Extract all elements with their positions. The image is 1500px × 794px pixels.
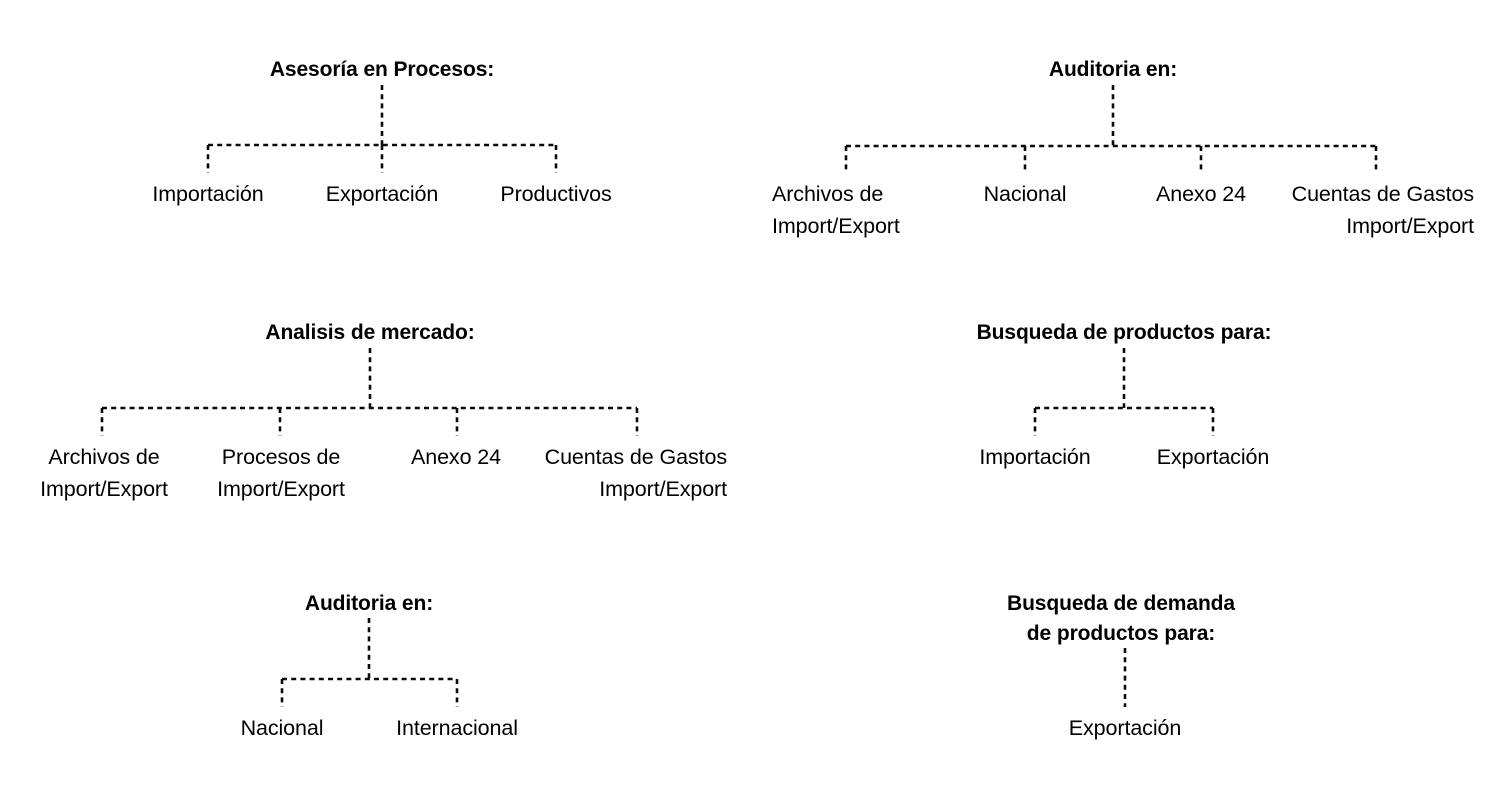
leaf-tree5-internacional: Internacional	[396, 716, 518, 740]
leaf-tree2-nacional: Nacional	[983, 182, 1067, 206]
leaf-tree1-productivos: Productivos	[500, 182, 612, 206]
leaf-tree6-exportacion: Exportación	[1068, 716, 1182, 740]
tree-title-busqueda-de-demanda: Busqueda de demanda de productos para:	[1007, 592, 1235, 645]
tree-title-analisis-de-mercado: Analisis de mercado:	[265, 321, 475, 344]
leaf-tree4-importacion: Importación	[979, 445, 1091, 469]
leaf-tree1-exportacion: Exportación	[325, 182, 439, 206]
tree-title-auditoria-en-top: Auditoria en:	[1048, 58, 1178, 81]
leaf-tree2-anexo-24: Anexo 24	[1155, 182, 1247, 206]
leaf-tree3-procesos-import-export: Procesos de Import/Export	[217, 445, 345, 501]
leaf-tree3-cuentas-de-gastos: Cuentas de Gastos Import/Export	[544, 445, 727, 501]
leaf-tree3-archivos-import-export: Archivos de Import/Export	[40, 445, 168, 501]
leaf-tree2-archivos-import-export: Archivos de Import/Export	[772, 182, 900, 238]
tree-title-auditoria-en-bottom: Auditoria en:	[304, 592, 434, 615]
tree-title-asesoria-en-procesos: Asesoría en Procesos:	[269, 58, 495, 81]
leaf-tree3-anexo-24: Anexo 24	[410, 445, 502, 469]
leaf-tree2-cuentas-de-gastos: Cuentas de Gastos Import/Export	[1291, 182, 1474, 238]
tree-title-busqueda-de-productos: Busqueda de productos para:	[976, 321, 1272, 344]
leaf-tree4-exportacion: Exportación	[1156, 445, 1270, 469]
leaf-tree1-importacion: Importación	[152, 182, 264, 206]
leaf-tree5-nacional: Nacional	[240, 716, 324, 740]
